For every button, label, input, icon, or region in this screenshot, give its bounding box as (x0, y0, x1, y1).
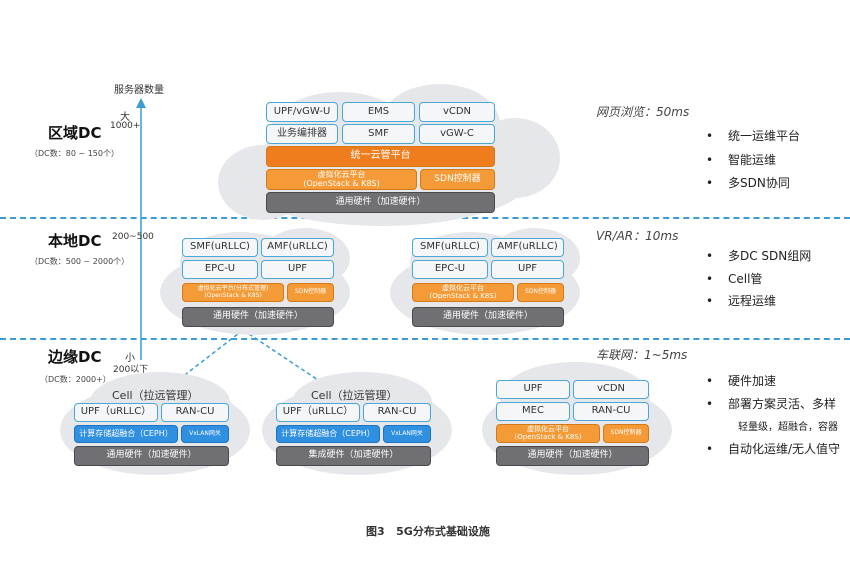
edge1-hardware: 通用硬件（加速硬件） (74, 446, 229, 466)
bullet-edge-1: •硬件加速 (706, 374, 777, 388)
latency-edge: 车联网：1~5ms (596, 348, 688, 362)
regional-hardware: 通用硬件（加速硬件） (266, 192, 495, 213)
local1-smf-urllc: SMF(uRLLC) (182, 238, 258, 257)
bullet-regional-1: •统一运维平台 (706, 129, 801, 143)
tier-label-regional: 区域DC (48, 124, 102, 142)
regional-cloud-mgmt: 统一云管平台 (266, 146, 495, 167)
regional-virt-platform: 虚拟化云平台 (OpenStack & K8S) (266, 169, 417, 190)
bullet-regional-3: •多SDN协同 (706, 176, 790, 190)
edge3-sdn-controller: SDN控制器 (603, 424, 649, 443)
bullet-regional-2: •智能运维 (706, 153, 777, 167)
edge2-ran-cu: RAN-CU (363, 403, 431, 422)
edge3-vcdn: vCDN (573, 380, 649, 399)
regional-ems: EMS (342, 102, 415, 122)
tier-count-regional: （DC数：80 ~ 150个） (30, 149, 119, 158)
regional-orchestrator: 业务编排器 (266, 124, 338, 144)
local1-amf-urllc: AMF(uRLLC) (261, 238, 334, 257)
local1-upf: UPF (261, 260, 334, 279)
local1-hardware: 通用硬件（加速硬件） (182, 307, 334, 327)
tier-label-edge: 边缘DC (48, 348, 102, 366)
latency-local: VR/AR：10ms (596, 229, 679, 243)
tier-divider-lower (0, 338, 850, 340)
regional-smf: SMF (342, 124, 415, 144)
bullet-edge-2: •部署方案灵活、多样 (706, 397, 837, 411)
tier-count-local: （DC数：500 ~ 2000个） (30, 257, 130, 266)
edge3-hardware: 通用硬件（加速硬件） (496, 446, 649, 466)
edge2-hyperconverged: 计算存储超融合（CEPH） (276, 425, 380, 443)
bullet-edge-3: 轻量级，超融合，容器 (738, 422, 838, 433)
local2-epc-u: EPC-U (412, 260, 488, 279)
local1-virt-platform: 虚拟化云平台(分布式管理) (OpenStack & K8S) (182, 283, 284, 302)
regional-sdn-controller: SDN控制器 (420, 169, 495, 190)
local1-epc-u: EPC-U (182, 260, 258, 279)
figure-caption: 图3 5G分布式基础设施 (366, 525, 490, 538)
edge2-hardware: 集成硬件（加速硬件） (276, 446, 431, 466)
edge3-virt-platform: 虚拟化云平台 (OpenStack & K8S) (496, 424, 600, 443)
tier-servers-regional: 1000+ (110, 121, 141, 131)
edge1-upf-urllc: UPF（uRLLC） (74, 403, 158, 422)
edge2-upf-urllc: UPF（uRLLC） (276, 403, 360, 422)
bullet-local-3: •远程运维 (706, 294, 777, 308)
local2-upf: UPF (491, 260, 564, 279)
edge3-ran-cu: RAN-CU (573, 402, 649, 421)
edge3-mec: MEC (496, 402, 570, 421)
axis-small-label: 小 (125, 353, 135, 364)
local1-sdn-controller: SDN控制器 (287, 283, 334, 302)
edge1-ran-cu: RAN-CU (161, 403, 229, 422)
edge3-upf: UPF (496, 380, 570, 399)
local2-amf-urllc: AMF(uRLLC) (491, 238, 564, 257)
edge1-vxlan-gateway: VxLAN网关 (181, 425, 229, 443)
local2-sdn-controller: SDN控制器 (517, 283, 564, 302)
edge2-title: Cell（拉远管理） (311, 389, 398, 402)
edge1-hyperconverged: 计算存储超融合（CEPH） (74, 425, 178, 443)
local2-virt-platform: 虚拟化云平台 (OpenStack & K8S) (412, 283, 514, 302)
bullet-edge-4: •自动化运维/无人值守 (706, 442, 841, 456)
local2-hardware: 通用硬件（加速硬件） (412, 307, 564, 327)
tier-count-edge: （DC数：2000+） (40, 375, 111, 384)
regional-upf-vgwu: UPF/vGW-U (266, 102, 338, 122)
tier-label-local: 本地DC (48, 232, 102, 250)
bullet-local-2: •Cell管 (706, 272, 763, 286)
local2-smf-urllc: SMF(uRLLC) (412, 238, 488, 257)
edge2-vxlan-gateway: VxLAN网关 (383, 425, 431, 443)
latency-regional: 网页浏览：50ms (596, 105, 690, 119)
edge1-title: Cell（拉远管理） (112, 389, 199, 402)
regional-vgwc: vGW-C (419, 124, 495, 144)
bullet-local-1: •多DC SDN组网 (706, 249, 812, 263)
regional-vcdn: vCDN (419, 102, 495, 122)
axis-big-label: 大 (120, 112, 130, 123)
tier-servers-local: 200~500 (112, 232, 154, 242)
tier-servers-edge: 200以下 (113, 365, 149, 375)
axis-label: 服务器数量 (114, 85, 164, 96)
